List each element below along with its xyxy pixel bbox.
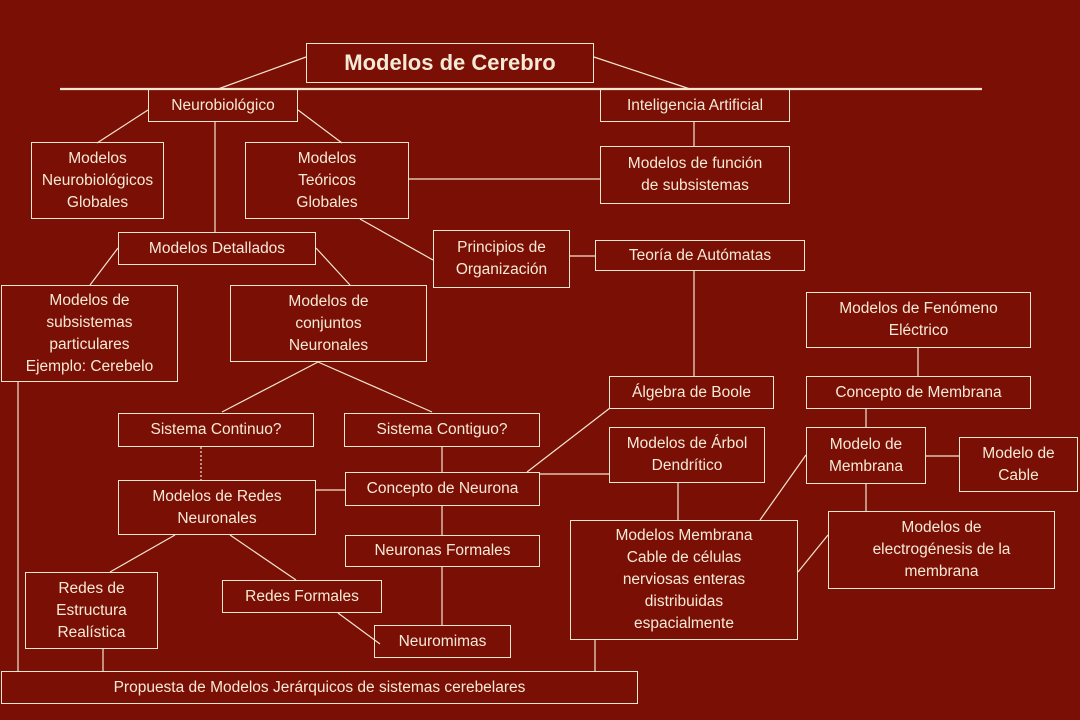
node-modelos-teoricos-globales: Modelos Teóricos Globales bbox=[245, 142, 409, 219]
node-modelos-membrana-cable: Modelos Membrana Cable de células nervio… bbox=[570, 520, 798, 640]
link-neuro-teoricos bbox=[297, 109, 343, 144]
node-teoria-automatas: Teoría de Autómatas bbox=[595, 240, 805, 271]
node-modelo-cable: Modelo de Cable bbox=[959, 437, 1078, 492]
link-formales-neuromimas2 bbox=[337, 612, 381, 645]
node-modelos-subsistemas-particulares: Modelos de subsistemas particulares Ejem… bbox=[1, 285, 178, 382]
link-conjuntos-contiguo bbox=[317, 361, 433, 413]
node-redes-formales: Redes Formales bbox=[222, 580, 382, 613]
node-propuesta: Propuesta de Modelos Jerárquicos de sist… bbox=[1, 671, 638, 704]
node-algebra-boole: Álgebra de Boole bbox=[609, 376, 774, 409]
link-conjuntos-continuo bbox=[221, 361, 319, 413]
node-concepto-membrana: Concepto de Membrana bbox=[806, 376, 1031, 409]
node-modelos-detallados: Modelos Detallados bbox=[118, 232, 316, 265]
node-principios-organizacion: Principios de Organización bbox=[433, 230, 570, 288]
node-concepto-neurona: Concepto de Neurona bbox=[345, 472, 540, 506]
node-inteligencia-artificial: Inteligencia Artificial bbox=[600, 89, 790, 122]
node-modelos-redes-neuronales: Modelos de Redes Neuronales bbox=[118, 480, 316, 535]
link-modelo-membranacable bbox=[759, 454, 807, 521]
node-modelos-arbol-dendritico: Modelos de Árbol Dendrítico bbox=[609, 427, 765, 483]
node-modelos-fenomeno-electrico: Modelos de Fenómeno Eléctrico bbox=[806, 292, 1031, 348]
diagram-title: Modelos de Cerebro bbox=[306, 43, 594, 83]
node-modelos-neurobiologicos-globales: Modelos Neurobiológicos Globales bbox=[31, 142, 164, 219]
node-sistema-continuo: Sistema Continuo? bbox=[118, 413, 314, 447]
node-neuronas-formales: Neuronas Formales bbox=[345, 535, 540, 567]
node-neuromimas: Neuromimas bbox=[374, 625, 511, 658]
link-title-neurobiologico bbox=[217, 56, 307, 90]
link-neuro-globales bbox=[96, 109, 149, 144]
node-neurobiologico: Neurobiológico bbox=[148, 89, 298, 122]
link-membranacable-electrogenesis bbox=[797, 534, 829, 573]
node-modelos-electrogenesis: Modelos de electrogénesis de la membrana bbox=[828, 511, 1055, 589]
node-redes-estructura-realistica: Redes de Estructura Realística bbox=[25, 572, 158, 649]
link-redes-realistica bbox=[109, 534, 176, 573]
link-detallados-conjuntos bbox=[315, 247, 351, 286]
link-detallados-subsistemas bbox=[89, 247, 119, 286]
link-title-ia bbox=[593, 56, 691, 90]
node-sistema-contiguo: Sistema Contiguo? bbox=[344, 413, 540, 447]
node-modelos-funcion-subsistemas: Modelos de función de subsistemas bbox=[600, 146, 790, 204]
node-modelo-membrana: Modelo de Membrana bbox=[806, 427, 926, 484]
link-neurona-boole bbox=[526, 407, 611, 473]
node-modelos-conjuntos-neuronales: Modelos de conjuntos Neuronales bbox=[230, 285, 427, 362]
link-redes-formales bbox=[229, 534, 297, 581]
link-teoricos-principios bbox=[359, 218, 434, 261]
